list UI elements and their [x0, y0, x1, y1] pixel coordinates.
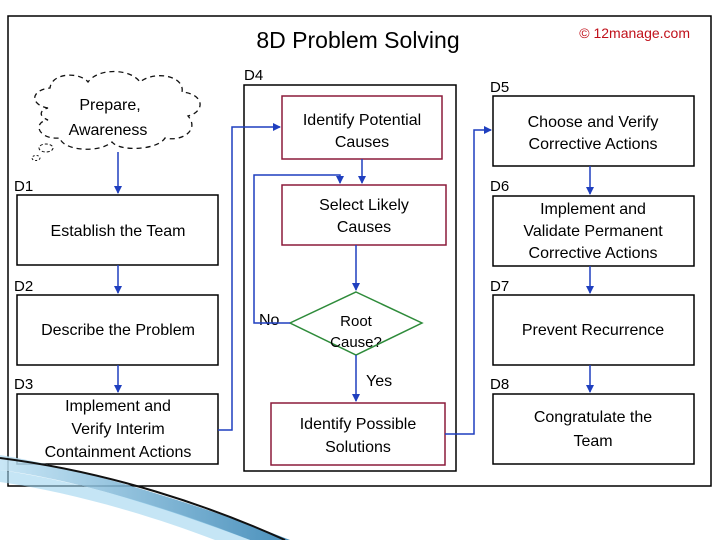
identify-causes-box — [281, 95, 443, 160]
step-label-d5-line-2: Corrective Actions — [529, 136, 658, 153]
step-label-d7: Prevent Recurrence — [522, 322, 664, 339]
step-box-d8 — [492, 393, 695, 465]
step-box-d1 — [16, 194, 219, 266]
diagram-title: 8D Problem Solving — [256, 27, 459, 53]
identify-solutions-box — [270, 402, 446, 466]
step-box-d2 — [16, 294, 219, 366]
credit-label: © 12manage.com — [579, 25, 690, 41]
step-box-d7 — [492, 294, 695, 366]
step-id-d5: D5 — [490, 79, 509, 96]
identify-solutions-line-2: Solutions — [325, 439, 391, 456]
step-label-d3-line-2: Verify Interim — [71, 421, 164, 438]
step-label-d8-line-2: Team — [573, 433, 612, 450]
step-label-d3-line-3: Containment Actions — [45, 444, 192, 461]
step-id-d2: D2 — [14, 278, 33, 295]
step-label-d6-line-1: Implement and — [540, 201, 646, 218]
slide-swoosh-decoration — [0, 455, 290, 540]
d4-container — [243, 84, 457, 472]
root-cause-line-2: Cause? — [330, 334, 382, 351]
step-id-d4: D4 — [244, 67, 263, 84]
identify-causes-line-1: Identify Potential — [303, 112, 421, 129]
step-label-d6-line-2: Validate Permanent — [523, 223, 663, 240]
step-id-d8: D8 — [490, 376, 509, 393]
arrow-d4-to-d5 — [445, 126, 492, 435]
step-box-d3 — [16, 393, 219, 465]
step-box-d5 — [492, 95, 695, 167]
select-causes-box — [281, 184, 447, 246]
arrow-d3-to-d4 — [218, 123, 281, 431]
step-label-d3-line-1: Implement and — [65, 398, 171, 415]
select-causes-line-1: Select Likely — [319, 197, 409, 214]
step-id-d3: D3 — [14, 376, 33, 393]
step-box-d6 — [492, 195, 695, 267]
cloud-line-2: Awareness — [69, 122, 148, 139]
select-causes-line-2: Causes — [337, 219, 391, 236]
flow-arrows — [114, 123, 594, 435]
arrow-no-loop — [253, 174, 344, 324]
step-id-d6: D6 — [490, 178, 509, 195]
step-label-d6-line-3: Corrective Actions — [529, 245, 658, 262]
step-label-d2: Describe the Problem — [41, 322, 195, 339]
step-label-d5-line-1: Choose and Verify — [528, 114, 659, 131]
root-cause-line-1: Root — [340, 313, 373, 330]
identify-causes-line-2: Causes — [335, 134, 389, 151]
step-id-d7: D7 — [490, 278, 509, 295]
step-label-d1: Establish the Team — [51, 223, 186, 240]
step-id-d1: D1 — [14, 178, 33, 195]
cloud-line-1: Prepare, — [79, 97, 140, 114]
identify-solutions-line-1: Identify Possible — [300, 416, 417, 433]
branch-label-no: No — [259, 312, 280, 329]
branch-label-yes: Yes — [366, 373, 392, 390]
prepare-cloud: Prepare, Awareness — [31, 70, 201, 161]
step-label-d8-line-1: Congratulate the — [534, 409, 652, 426]
